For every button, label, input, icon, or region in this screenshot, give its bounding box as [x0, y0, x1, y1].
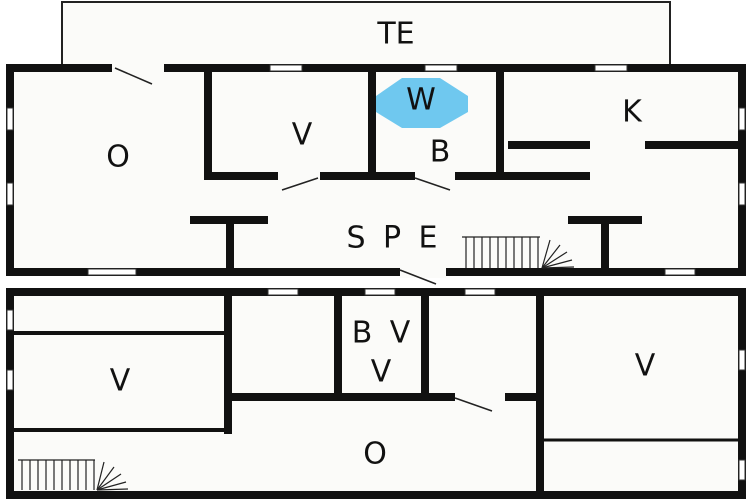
- label-wc: W: [406, 83, 436, 118]
- lower-openings: [6, 288, 746, 491]
- label-hall-e: E: [419, 221, 438, 256]
- terrace-outline: [61, 1, 671, 69]
- label-hall-s: S: [346, 221, 365, 256]
- label-v-lower-small: V: [390, 316, 411, 351]
- label-living-lower: O: [363, 437, 387, 472]
- upper-openings: [6, 62, 746, 285]
- stairs-lower: [18, 459, 129, 491]
- wc-highlight: [376, 78, 468, 128]
- label-kitchen: K: [622, 95, 643, 130]
- label-terrace: TE: [376, 17, 414, 52]
- label-living-upper: O: [106, 140, 130, 175]
- label-bedroom-upper: V: [292, 118, 313, 153]
- label-bath-lower: B: [352, 316, 373, 351]
- stairs-upper: [462, 236, 575, 269]
- label-bedroom-lower-left: V: [110, 364, 131, 399]
- label-bedroom-lower-right: V: [635, 349, 656, 384]
- label-hall-p: P: [383, 221, 401, 256]
- label-bath-upper: B: [430, 135, 451, 170]
- label-v-lower-overlap: V: [371, 355, 392, 390]
